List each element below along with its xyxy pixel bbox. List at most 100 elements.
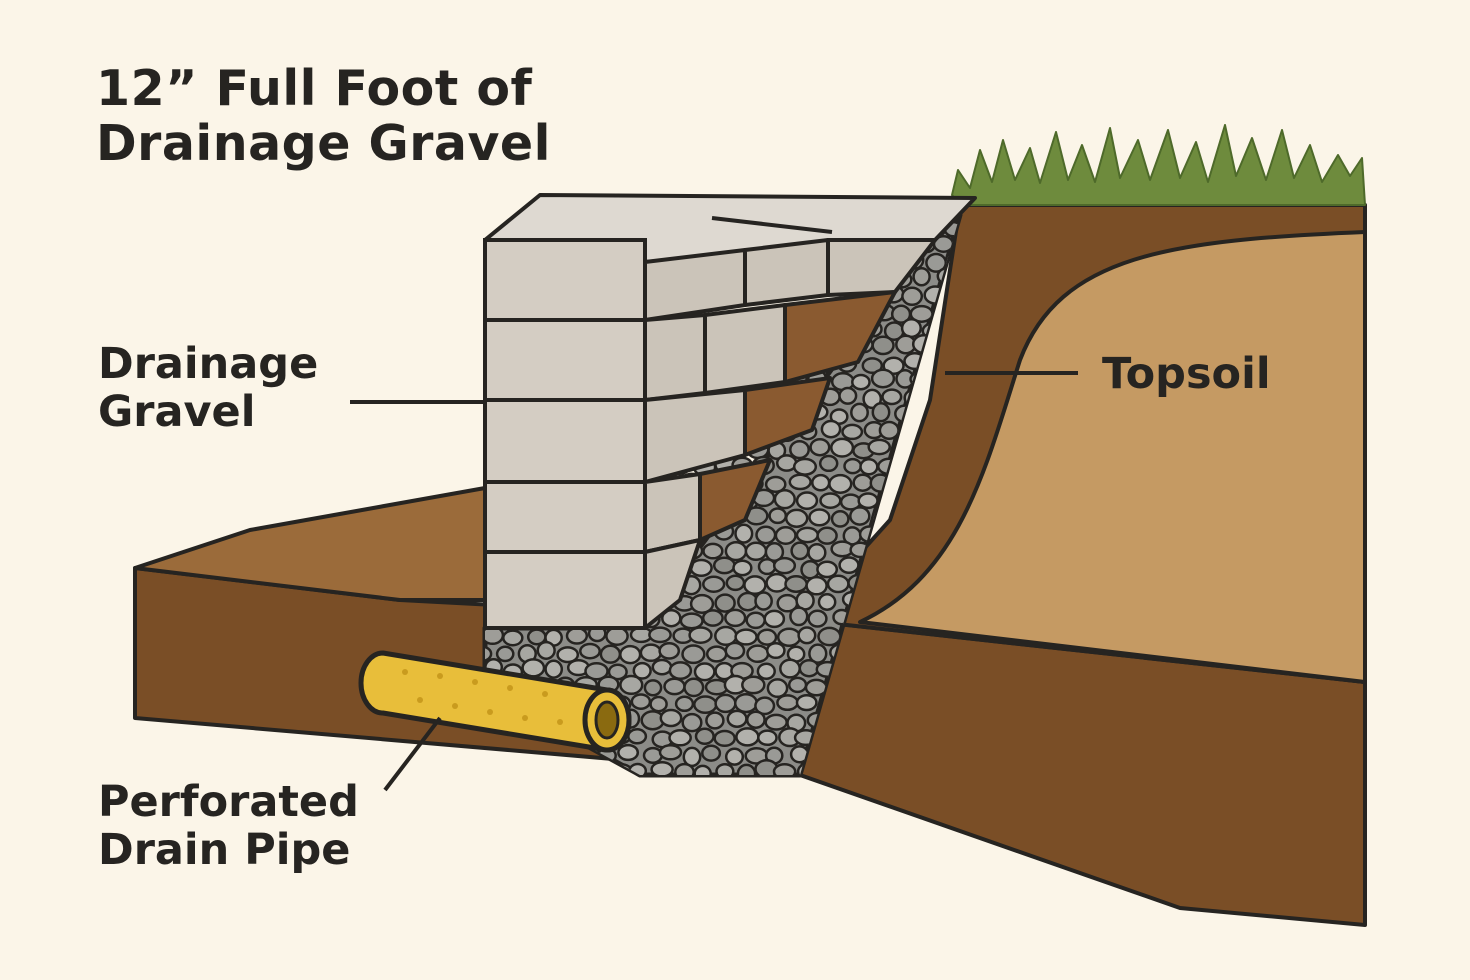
- gravel-stone: [797, 626, 817, 645]
- gravel-stone: [808, 643, 828, 664]
- gravel-stone: [745, 710, 766, 729]
- gravel-stone: [712, 556, 736, 575]
- gravel-stone: [566, 761, 587, 775]
- gravel-stone: [776, 694, 799, 712]
- gravel-stone: [901, 286, 924, 307]
- gravel-stone: [689, 593, 715, 614]
- gravel-stone: [765, 572, 789, 593]
- gravel-stone: [663, 677, 686, 696]
- gravel-stone: [683, 677, 705, 698]
- gravel-stone: [630, 693, 652, 710]
- gravel-stone: [536, 640, 556, 660]
- drain-pipe-label-line-1: Perforated: [98, 777, 359, 827]
- gravel-stone: [674, 695, 695, 713]
- gravel-stone: [776, 627, 802, 647]
- pipe-perforation: [487, 709, 493, 715]
- gravel-stone: [702, 575, 726, 593]
- gravel-stone: [705, 645, 728, 663]
- gravel-stone: [681, 644, 706, 665]
- gravel-stone: [795, 526, 820, 544]
- gravel-stone: [693, 695, 718, 714]
- gravel-stone: [838, 556, 860, 574]
- gravel-stone: [830, 510, 850, 528]
- gravel-stone: [817, 593, 837, 611]
- gravel-stone: [798, 658, 820, 678]
- gravel-stone: [583, 760, 608, 775]
- gravel-stone: [732, 559, 753, 577]
- gravel-stone: [757, 729, 778, 747]
- gravel-stone: [694, 727, 715, 746]
- gravel-stone: [544, 659, 564, 679]
- pipe-perforation: [557, 719, 563, 725]
- gravel-stone: [733, 692, 759, 714]
- gravel-stone: [643, 679, 663, 697]
- gravel-stone: [849, 506, 871, 526]
- gravel-stone: [881, 388, 903, 406]
- gravel-stone: [772, 556, 797, 575]
- gravel-stone: [790, 541, 810, 561]
- gravel-stone: [724, 608, 747, 628]
- gravel-stone: [784, 508, 809, 528]
- gravel-stone: [818, 454, 839, 473]
- drainage-gravel-label-line-2: Gravel: [98, 387, 256, 438]
- gravel-stone: [735, 727, 760, 747]
- gravel-stone: [679, 612, 704, 630]
- gravel-stone: [743, 575, 767, 596]
- gravel-stone: [632, 661, 652, 680]
- gravel-stone: [619, 644, 642, 665]
- gravel-stone: [584, 661, 609, 681]
- gravel-stone: [912, 266, 931, 287]
- gravel-stone: [784, 575, 808, 593]
- gravel-stone: [773, 489, 796, 510]
- pipe-perforation: [472, 679, 478, 685]
- gravel-stone: [768, 507, 788, 525]
- gravel-stone: [599, 644, 622, 664]
- gravel-stone: [605, 626, 629, 646]
- gravel-stone: [485, 762, 506, 775]
- gravel-stone: [757, 558, 777, 576]
- gravel-stone: [617, 743, 640, 762]
- wall-block: [483, 318, 647, 402]
- gravel-stone: [502, 629, 524, 647]
- gravel-stone: [714, 593, 736, 613]
- gravel-stone: [734, 523, 754, 544]
- gravel-stone: [900, 318, 922, 339]
- gravel-stone: [724, 747, 745, 766]
- gravel-stone: [857, 492, 879, 510]
- gravel-stone: [746, 644, 770, 664]
- gravel-stone: [713, 729, 736, 748]
- drainage-gravel-label-line-1: Drainage: [98, 339, 319, 389]
- pipe-perforation: [507, 685, 513, 691]
- gravel-stone: [852, 473, 873, 492]
- gravel-stone: [772, 763, 797, 775]
- gravel-stone: [811, 473, 831, 492]
- gravel-stone: [807, 542, 827, 563]
- gravel-stone: [765, 641, 786, 660]
- wall-block: [483, 550, 647, 630]
- gravel-stone: [816, 560, 839, 579]
- gravel-stone: [705, 711, 725, 730]
- gravel-stone: [826, 574, 850, 594]
- gravel-stone: [755, 525, 777, 545]
- gravel-stone: [754, 591, 773, 611]
- gravel-stone: [871, 402, 891, 423]
- title-line-1: 12” Full Foot of: [96, 60, 533, 117]
- gravel-stone: [658, 642, 681, 660]
- gravel-stone: [838, 386, 858, 405]
- pipe-perforation: [402, 669, 408, 675]
- wall-block: [483, 398, 647, 484]
- gravel-stone: [851, 373, 871, 391]
- pipe-perforation: [437, 673, 443, 679]
- gravel-stone: [764, 475, 787, 494]
- gravel-stone: [658, 744, 683, 761]
- gravel-stone: [859, 458, 879, 476]
- title-line-2: Drainage Gravel: [96, 114, 551, 172]
- gravel-stone: [701, 744, 722, 762]
- gravel-stone: [878, 420, 900, 441]
- gravel-stone: [725, 574, 746, 592]
- gravel-stone: [681, 712, 703, 733]
- gravel-stone: [627, 728, 648, 745]
- gravel-stone: [789, 439, 810, 460]
- pipe-perforation: [417, 697, 423, 703]
- gravel-stone: [668, 729, 692, 747]
